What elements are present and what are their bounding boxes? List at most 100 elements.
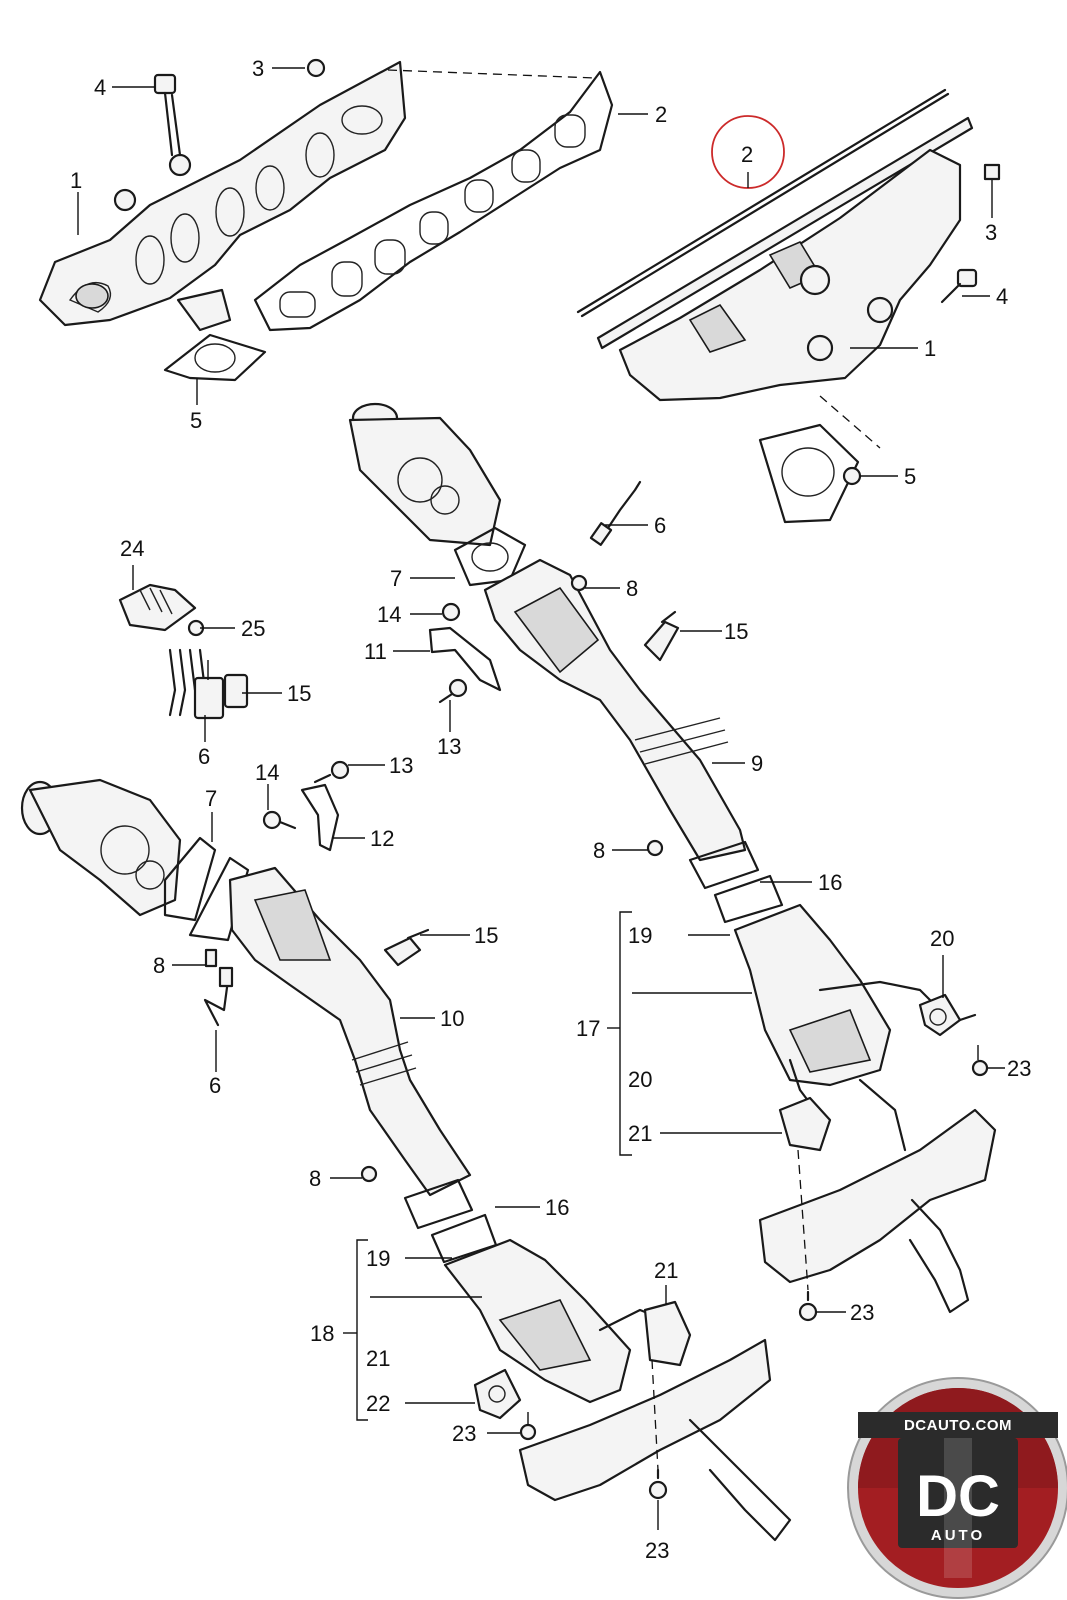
sensor-upper-6: [589, 480, 642, 546]
callout-7-lower: 7: [205, 786, 217, 811]
callout-14-upper: 14: [377, 602, 401, 627]
callout-23-left-b: 23: [645, 1538, 669, 1563]
callout-1-left: 1: [70, 168, 82, 193]
callout-10: 10: [440, 1006, 464, 1031]
nut-lower-8b: [360, 1165, 378, 1183]
callout-13-lower: 13: [389, 753, 413, 778]
connector-holder-24: [118, 583, 197, 632]
bolt-left-23b: [648, 1468, 668, 1500]
callout-20-right-b: 20: [628, 1067, 652, 1092]
leader-lines: [77, 67, 1005, 1530]
bolt-lower-13: [313, 760, 350, 784]
callout-21-right: 21: [628, 1121, 652, 1146]
callout-19-right: 19: [628, 923, 652, 948]
callout-20-right: 20: [930, 926, 954, 951]
frame-left: [518, 1338, 792, 1542]
flange-gasket-left: [163, 333, 267, 382]
bracket-upper-11: [428, 626, 502, 692]
sensor-lower-6: [203, 966, 234, 1027]
callout-15-connector: 15: [287, 681, 311, 706]
callout-8-lower: 8: [153, 953, 165, 978]
frame-right: [758, 1078, 997, 1314]
callout-16-upper: 16: [818, 870, 842, 895]
hanger-right-21: [778, 1096, 832, 1152]
callout-21-left: 21: [654, 1258, 678, 1283]
callout-6-lower: 6: [209, 1073, 221, 1098]
bolt-lower-14: [262, 810, 297, 830]
sensor-lower-15: [383, 928, 430, 967]
callout-2-right: 2: [741, 142, 753, 167]
callout-23-right: 23: [1007, 1056, 1031, 1081]
callout-23-left: 23: [452, 1421, 476, 1446]
manifold-gasket-left: [253, 70, 614, 332]
callout-1-right: 1: [924, 336, 936, 361]
callout-19-left: 19: [366, 1246, 390, 1271]
callout-8-upper: 8: [626, 576, 638, 601]
sensor-upper-15: [643, 610, 680, 662]
callout-labels: 4 3 2 1 5 2 3 4 1 5 6 7 8 14 11 15 13 9 …: [70, 56, 1031, 1563]
hanger-left-21: [643, 1300, 692, 1367]
callout-3-left: 3: [252, 56, 264, 81]
converter-right: [733, 903, 937, 1112]
callout-5-right: 5: [904, 464, 916, 489]
lower-gasket-16: [403, 1178, 474, 1230]
bolt-left-4: [153, 73, 182, 157]
callout-16-lower: 16: [545, 1195, 569, 1220]
manifold-left: [38, 60, 407, 332]
bolt-upper-14: [441, 602, 461, 622]
callout-13-upper: 13: [437, 734, 461, 759]
callout-5-left: 5: [190, 408, 202, 433]
callout-12: 12: [370, 826, 394, 851]
pipe-upper-9: [483, 558, 747, 862]
callout-2-left: 2: [655, 102, 667, 127]
nut-left-3: [306, 58, 326, 78]
bolt-right-4: [940, 268, 978, 304]
pipe-lower-10: [228, 866, 472, 1197]
callout-15-upper: 15: [724, 619, 748, 644]
callout-3-right: 3: [985, 220, 997, 245]
callout-4-left: 4: [94, 75, 106, 100]
nut-upper-8b: [646, 839, 664, 857]
bolt-upper-13: [438, 678, 468, 704]
turbo-upper: [348, 402, 502, 547]
flange-gasket-right: [758, 423, 860, 524]
callout-24: 24: [120, 536, 144, 561]
callout-18: 18: [310, 1321, 334, 1346]
upper-gasket-16: [688, 840, 760, 890]
callout-6-upper: 6: [654, 513, 666, 538]
callout-11-upper: 11: [364, 639, 387, 664]
nut-lower-8: [204, 948, 218, 968]
badge-url: DCAUTO.COM: [904, 1417, 1012, 1434]
callout-21-left-b: 21: [366, 1346, 390, 1371]
callout-22: 22: [366, 1391, 390, 1416]
callout-23-right-b: 23: [850, 1300, 874, 1325]
callout-7-upper: 7: [390, 566, 402, 591]
callout-8-lower-b: 8: [309, 1166, 321, 1191]
callout-4-right: 4: [996, 284, 1008, 309]
upper-gasket-7: [453, 526, 527, 587]
callout-8-upper-b: 8: [593, 838, 605, 863]
bolt-right-23b: [798, 1290, 818, 1322]
manifold-right: [576, 88, 974, 402]
callout-15-lower: 15: [474, 923, 498, 948]
callout-25: 25: [241, 616, 265, 641]
nut-right-3: [983, 163, 1001, 181]
callout-14-lower: 14: [255, 760, 279, 785]
lower-gasket-7: [163, 836, 217, 922]
bracket-right-20: [918, 993, 977, 1037]
turbo-lower: [20, 778, 182, 917]
mount-left-22: [473, 1368, 522, 1420]
callout-9: 9: [751, 751, 763, 776]
nut-upper-8: [570, 574, 588, 592]
badge-letters: DC: [916, 1464, 1000, 1529]
badge-word: AUTO: [931, 1527, 985, 1544]
converter-left: [443, 1238, 672, 1404]
connector-15: [168, 648, 249, 720]
callout-6-connector: 6: [198, 744, 210, 769]
bolt-left-23: [519, 1423, 537, 1441]
dc-auto-badge-icon: DCAUTO.COM DC AUTO: [847, 1377, 1067, 1599]
bolt-right-23: [971, 1059, 989, 1077]
bracket-lower-12: [300, 783, 340, 852]
